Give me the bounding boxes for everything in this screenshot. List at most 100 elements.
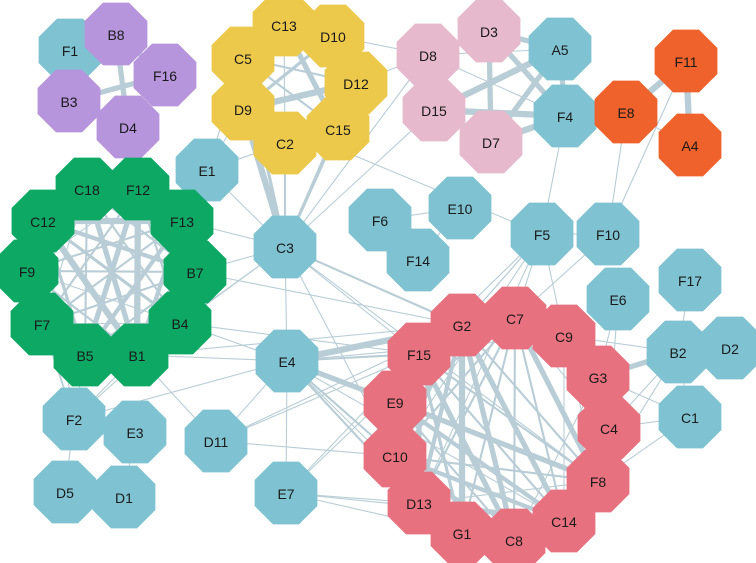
node-E10[interactable]: E10 (428, 176, 492, 240)
node-F12[interactable]: F12 (106, 157, 170, 221)
node-D11[interactable]: D11 (184, 409, 248, 473)
node-label: C5 (234, 51, 252, 67)
node-C2[interactable]: C2 (253, 111, 317, 175)
node-E3[interactable]: E3 (103, 400, 167, 464)
octagon-node-shape (482, 508, 546, 563)
octagon-node-shape (510, 202, 574, 266)
node-C15[interactable]: C15 (306, 97, 370, 161)
node-G3[interactable]: G3 (566, 345, 630, 409)
node-D4[interactable]: D4 (96, 95, 160, 159)
octagon-node-shape (96, 95, 160, 159)
node-label: B2 (669, 345, 686, 361)
node-F2[interactable]: F2 (42, 387, 106, 451)
node-label: A4 (681, 138, 698, 154)
node-C4[interactable]: C4 (577, 396, 641, 460)
node-label: D10 (320, 29, 346, 45)
octagon-node-shape (37, 69, 101, 133)
node-D3[interactable]: D3 (457, 0, 521, 63)
edge-F15-F8 (417, 352, 600, 483)
node-D7[interactable]: D7 (459, 110, 523, 174)
node-C7[interactable]: C7 (483, 286, 547, 350)
node-F10[interactable]: F10 (576, 202, 640, 266)
node-label: G1 (453, 526, 472, 542)
node-D8[interactable]: D8 (396, 23, 460, 87)
node-label: F6 (372, 213, 389, 229)
node-label: G3 (589, 370, 608, 386)
node-label: B7 (186, 265, 203, 281)
node-F17[interactable]: F17 (658, 248, 722, 312)
edge-E4-C14 (286, 360, 565, 522)
node-E8[interactable]: E8 (594, 80, 658, 144)
node-B1[interactable]: B1 (105, 323, 169, 387)
octagon-node-shape (654, 29, 718, 93)
node-C12[interactable]: C12 (11, 189, 75, 253)
node-label: F11 (674, 54, 697, 70)
node-D9[interactable]: D9 (211, 77, 275, 141)
node-E6[interactable]: E6 (586, 267, 650, 331)
node-label: D3 (480, 24, 498, 40)
node-C14[interactable]: C14 (532, 489, 596, 553)
node-C18[interactable]: C18 (55, 157, 119, 221)
octagon-node-shape (253, 111, 317, 175)
node-F11[interactable]: F11 (654, 29, 718, 93)
node-B5[interactable]: B5 (53, 323, 117, 387)
octagon-node-shape (53, 323, 117, 387)
edge-D15-C3 (284, 109, 435, 248)
node-label: F15 (407, 347, 431, 363)
node-F15[interactable]: F15 (387, 322, 451, 386)
node-F4[interactable]: F4 (533, 84, 597, 148)
node-E1[interactable]: E1 (175, 138, 239, 202)
node-B3[interactable]: B3 (37, 69, 101, 133)
node-C8[interactable]: C8 (482, 508, 546, 563)
node-label: B5 (76, 348, 93, 364)
edge-G2-C14 (459, 322, 567, 524)
edge-C7-C8 (512, 316, 517, 542)
octagon-node-shape (387, 322, 451, 386)
node-label: D7 (482, 135, 500, 151)
octagon-node-shape (33, 460, 97, 524)
octagon-node-shape (428, 176, 492, 240)
node-A5[interactable]: A5 (528, 17, 592, 81)
node-C1[interactable]: C1 (658, 385, 722, 449)
node-A4[interactable]: A4 (658, 113, 722, 177)
node-B7[interactable]: B7 (163, 240, 227, 304)
node-label: E3 (126, 425, 143, 441)
node-F13[interactable]: F13 (150, 189, 214, 253)
node-F14[interactable]: F14 (386, 228, 450, 292)
node-B2[interactable]: B2 (646, 320, 710, 384)
node-E9[interactable]: E9 (363, 370, 427, 434)
node-label: D1 (115, 490, 133, 506)
octagon-node-shape (459, 110, 523, 174)
octagon-node-shape (105, 323, 169, 387)
node-C5[interactable]: C5 (211, 26, 275, 90)
node-B8[interactable]: B8 (84, 2, 148, 66)
node-label: F4 (557, 109, 574, 125)
node-label: E8 (617, 105, 634, 121)
octagon-node-shape (348, 188, 412, 252)
node-D1[interactable]: D1 (92, 465, 156, 529)
node-label: F13 (170, 214, 194, 230)
node-G1[interactable]: G1 (430, 501, 494, 563)
node-D2[interactable]: D2 (698, 316, 756, 380)
octagon-node-shape (566, 345, 630, 409)
node-label: F12 (126, 182, 150, 198)
node-E4[interactable]: E4 (255, 329, 319, 393)
node-F5[interactable]: F5 (510, 202, 574, 266)
octagon-node-shape (532, 489, 596, 553)
octagon-node-shape (255, 329, 319, 393)
node-label: F9 (19, 264, 36, 280)
node-label: C3 (276, 240, 294, 256)
node-E7[interactable]: E7 (254, 461, 318, 525)
node-C3[interactable]: C3 (253, 215, 317, 279)
node-D5[interactable]: D5 (33, 460, 97, 524)
edge-F5-D13 (418, 233, 543, 504)
octagon-node-shape (133, 43, 197, 107)
node-F6[interactable]: F6 (348, 188, 412, 252)
octagon-node-shape (577, 396, 641, 460)
node-D15[interactable]: D15 (402, 78, 466, 142)
edge-E4-F2 (73, 360, 288, 420)
node-F16[interactable]: F16 (133, 43, 197, 107)
node-F9[interactable]: F9 (0, 239, 59, 303)
